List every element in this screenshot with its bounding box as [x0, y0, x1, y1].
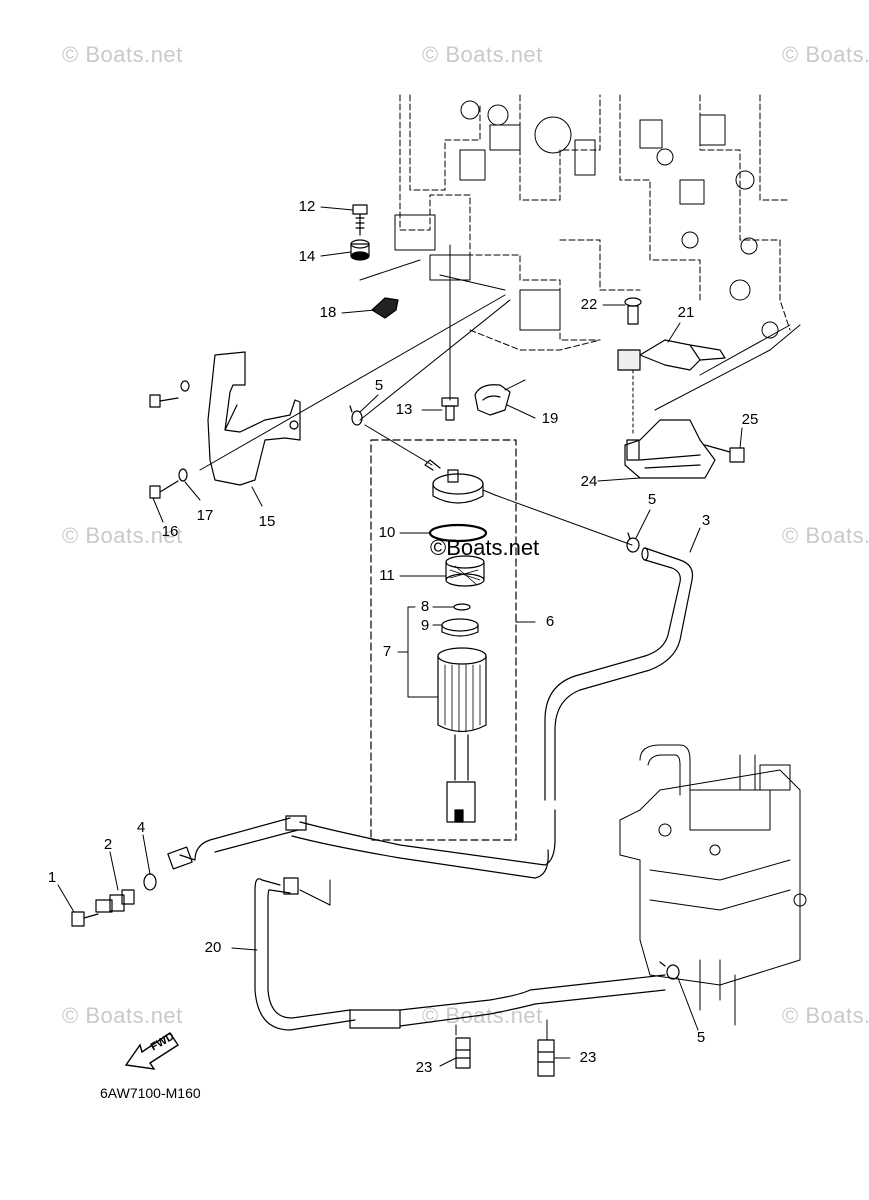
callout-3: 3	[701, 512, 711, 529]
hose-clip-5-left	[349, 405, 363, 426]
clip-23-left	[455, 1024, 471, 1069]
hose-3	[544, 547, 694, 801]
callout-19: 19	[541, 410, 559, 427]
callout-16: 16	[161, 523, 179, 540]
callout-5-right: 5	[647, 491, 657, 508]
watermark-bottom-left: © Boats.net	[62, 1003, 183, 1028]
callout-13: 13	[395, 401, 413, 418]
joint	[167, 846, 193, 870]
bolt-13	[441, 397, 459, 421]
leader-lines	[57, 206, 743, 1067]
fitting-2	[95, 889, 135, 913]
filter-head	[424, 459, 496, 504]
callout-5-lower: 5	[696, 1029, 706, 1046]
callout-24: 24	[580, 473, 598, 490]
watermark-mid-left: © Boats.net	[62, 523, 183, 548]
engine-cut-line	[359, 259, 506, 291]
diagram-code: 6AW7100-M160	[100, 1085, 201, 1101]
callout-1: 1	[47, 869, 57, 886]
clip-4	[143, 873, 157, 891]
vapor-separator	[619, 744, 807, 1026]
watermark-top-right: © Boats.net	[782, 42, 869, 67]
callout-23-left: 23	[415, 1059, 433, 1076]
watermark-top-left: © Boats.net	[62, 42, 183, 67]
float-9	[441, 618, 479, 637]
center-watermark: ©Boats.net	[430, 535, 540, 560]
clamp-21	[617, 339, 726, 371]
callout-5-upper-left: 5	[374, 377, 384, 394]
callout-6: 6	[545, 613, 555, 630]
callout-9: 9	[420, 617, 430, 634]
engine-block-details	[394, 100, 779, 339]
ring-8	[453, 603, 471, 611]
clip-18	[371, 297, 399, 319]
callout-2: 2	[103, 836, 113, 853]
callout-23-right: 23	[579, 1049, 597, 1066]
bracket-15	[207, 351, 301, 486]
bolt-25	[704, 444, 745, 463]
bolt-16	[149, 480, 179, 499]
hose-20	[179, 809, 666, 1031]
callout-14: 14	[298, 248, 316, 265]
clip-23-right	[537, 1019, 555, 1077]
callout-20: 20	[204, 939, 222, 956]
callout-10: 10	[378, 524, 396, 541]
callout-8: 8	[420, 598, 430, 615]
grommet-14	[350, 239, 370, 261]
watermark-top-center: © Boats.net	[422, 42, 543, 67]
bolt-small	[149, 380, 190, 408]
filter-cup-7	[437, 647, 487, 823]
fwd-arrow-icon	[124, 1032, 179, 1070]
filter-assembly-box	[370, 439, 517, 841]
callout-4: 4	[136, 819, 146, 836]
callout-11: 11	[379, 567, 395, 584]
hose-clip-5-lower	[659, 961, 680, 980]
bolt-22	[624, 297, 642, 325]
callout-22: 22	[580, 296, 598, 313]
bolt-12	[352, 204, 368, 236]
watermark-mid-right: © Boats.net	[782, 523, 869, 548]
callout-18: 18	[319, 304, 337, 321]
callout-21: 21	[677, 304, 695, 321]
watermark-bottom-right: © Boats.net	[782, 1003, 869, 1028]
hose-clip-5-right	[626, 532, 640, 553]
callout-7: 7	[382, 643, 392, 660]
callout-25: 25	[741, 411, 759, 428]
callout-12: 12	[298, 198, 316, 215]
filter-element-11	[445, 555, 485, 587]
connector-1	[71, 911, 99, 927]
callout-17: 17	[196, 507, 214, 524]
clamp-19	[474, 384, 511, 416]
washer-17	[178, 468, 188, 482]
bracket-24	[624, 419, 716, 479]
callout-15: 15	[258, 513, 276, 530]
